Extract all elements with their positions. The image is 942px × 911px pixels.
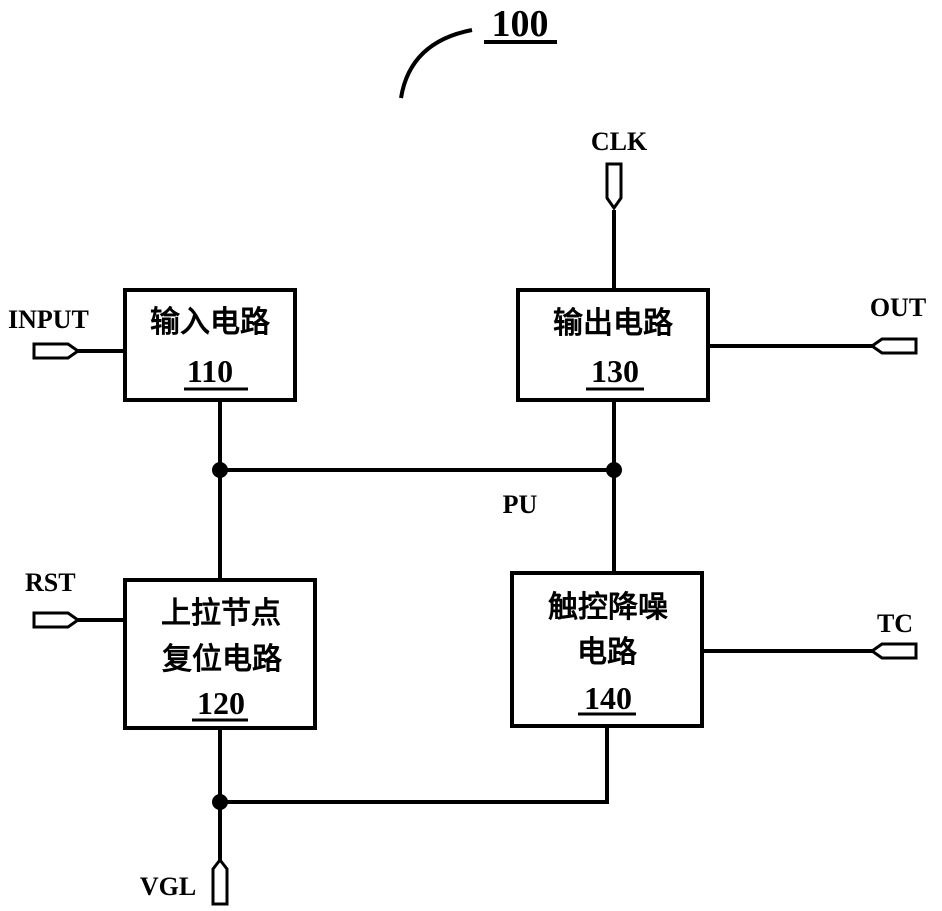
block-title-line-1: 触控降噪 bbox=[548, 590, 668, 625]
block-title: 输出电路 bbox=[553, 306, 674, 341]
block-ref: 130 bbox=[591, 353, 639, 389]
block-input-circuit: 输入电路 110 bbox=[125, 290, 295, 400]
block-title-line-1: 上拉节点 bbox=[161, 596, 281, 631]
port-vgl: VGL bbox=[140, 860, 227, 904]
block-ref: 110 bbox=[187, 353, 233, 389]
junction-dot bbox=[212, 794, 228, 810]
block-ref: 120 bbox=[197, 685, 245, 721]
port-tc: TC bbox=[872, 609, 916, 658]
block-title-line-2: 电路 bbox=[577, 635, 638, 670]
block-title-line-2: 复位电路 bbox=[162, 642, 283, 677]
junction-dot bbox=[212, 462, 228, 478]
port-arrow-icon bbox=[872, 339, 916, 353]
figure-ref-label: 100 bbox=[492, 3, 549, 45]
block-touch-noise-reduction-circuit: 触控降噪 电路 140 bbox=[512, 573, 702, 726]
port-out: OUT bbox=[870, 293, 926, 353]
pu-node-label: PU bbox=[503, 490, 538, 519]
port-label: CLK bbox=[591, 127, 648, 156]
port-arrow-icon bbox=[34, 613, 78, 627]
port-arrow-icon bbox=[607, 164, 621, 208]
port-input: INPUT bbox=[8, 305, 89, 358]
block-title: 输入电路 bbox=[150, 305, 271, 340]
block-reset-circuit: 上拉节点 复位电路 120 bbox=[125, 580, 315, 728]
port-arrow-icon bbox=[34, 344, 78, 358]
wire-touch-to-vgl bbox=[220, 726, 607, 802]
port-label: RST bbox=[25, 568, 76, 597]
block-output-circuit: 输出电路 130 bbox=[518, 290, 708, 400]
port-rst: RST bbox=[25, 568, 78, 627]
port-label: OUT bbox=[870, 293, 926, 322]
port-clk: CLK bbox=[591, 127, 648, 208]
junction-dot bbox=[606, 462, 622, 478]
block-ref: 140 bbox=[584, 680, 632, 716]
port-label: TC bbox=[877, 609, 913, 638]
port-label: VGL bbox=[140, 872, 196, 901]
figure-leader-line bbox=[401, 30, 472, 98]
port-arrow-icon bbox=[872, 644, 916, 658]
port-label: INPUT bbox=[8, 305, 89, 334]
port-arrow-icon bbox=[213, 860, 227, 904]
